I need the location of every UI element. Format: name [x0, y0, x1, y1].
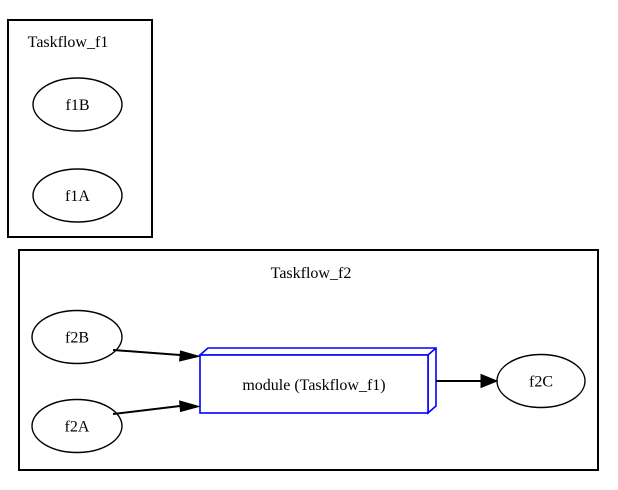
node-f2A-label: f2A [65, 419, 90, 436]
cluster-taskflow-f1-label: Taskflow_f1 [28, 34, 109, 51]
edge-f2B-to-module-line [112, 349, 181, 356]
node-f2C[interactable]: f2C [496, 353, 586, 409]
cluster-taskflow-f1: Taskflow_f1 f1B f1A [7, 19, 153, 238]
node-f1A[interactable]: f1A [32, 168, 123, 223]
node-f1B-shape[interactable] [32, 77, 123, 132]
node-f2A-shape[interactable] [31, 398, 123, 454]
cluster-taskflow-f2: Taskflow_f2 f2B f2A module (Taskflow_f1) [18, 249, 599, 471]
node-f1A-label: f1A [65, 188, 90, 205]
node-f1A-shape[interactable] [32, 168, 123, 223]
node-f1B[interactable]: f1B [32, 77, 123, 132]
node-f2B[interactable]: f2B [31, 309, 123, 365]
edge-f2B-to-module-arrowhead [179, 350, 201, 362]
node-f2A[interactable]: f2A [31, 398, 123, 454]
edge-f2B-to-module [112, 349, 201, 362]
cluster-taskflow-f1-border [7, 19, 153, 238]
edge-f2A-to-module [112, 400, 201, 415]
edge-f2A-to-module-arrowhead [179, 400, 201, 413]
edge-f2A-to-module-line [112, 405, 181, 415]
node-f1B-label: f1B [66, 97, 90, 114]
cluster-taskflow-f2-label: Taskflow_f2 [271, 265, 352, 282]
module-box3d-front-face[interactable] [199, 354, 429, 414]
node-module-taskflow-f1[interactable]: module (Taskflow_f1) [197, 347, 437, 415]
node-f2C-label: f2C [529, 374, 553, 391]
node-f2B-label: f2B [65, 330, 89, 347]
edge-module-to-f2C [436, 373, 499, 389]
edge-module-to-f2C-arrowhead [480, 373, 499, 389]
module-box3d-corner-edge [427, 347, 437, 356]
node-module-label: module (Taskflow_f1) [242, 377, 385, 394]
node-f2B-shape[interactable] [31, 309, 123, 365]
cluster-taskflow-f2-border [18, 249, 599, 471]
